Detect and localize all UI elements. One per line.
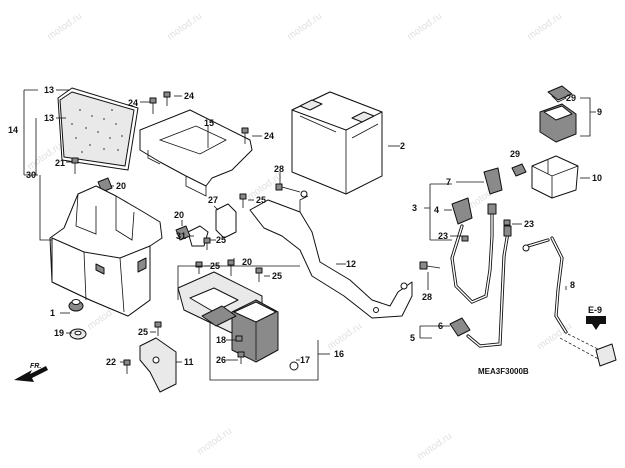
part-label-8: 8 [570,280,575,290]
leader-lines [23,89,596,363]
watermark: motod.ru [535,321,574,353]
part-label-20-clip: 20 [174,210,184,220]
bolt-28-upper [275,183,308,198]
negative-battery-cable [449,225,512,348]
part-label-13-upper: 13 [44,85,54,95]
fuse-cap [547,85,573,101]
part-label-17: 17 [300,355,310,365]
part-label-23-upper: 23 [524,219,534,229]
reference-badge: E-9 [586,305,606,330]
part-label-25-right: 25 [272,271,282,281]
diagram-code: MEA3F3000B [478,367,529,376]
bolt-24-c [241,127,249,144]
part-label-18: 18 [216,335,226,345]
part-number-labels: 13 13 14 30 21 20 24 24 15 24 1 19 22 25… [8,85,602,367]
bolt-26 [237,351,245,364]
part-label-30: 30 [26,170,36,180]
part-label-12: 12 [346,259,356,269]
part-label-9: 9 [597,107,602,117]
part-label-14: 14 [8,125,18,135]
part-label-6: 6 [438,321,443,331]
starter-relay [539,91,577,143]
part-label-31: 31 [176,231,186,241]
part-label-3: 3 [412,203,417,213]
part-label-10: 10 [592,173,602,183]
watermark: motod.ru [45,11,84,43]
ground-connector [559,333,617,367]
lower-bracket [139,337,177,393]
bolt-25-mid-d [255,267,263,282]
part-label-24-c: 24 [264,131,274,141]
upper-battery-holder [139,109,253,197]
part-label-28-lower: 28 [422,292,432,302]
group-bracket-line [177,265,300,268]
part-label-22: 22 [106,357,116,367]
battery-cover-plate [57,87,139,171]
bolt-22 [123,359,131,374]
positive-battery-cable [450,203,497,304]
battery-box [49,185,163,317]
part-label-4: 4 [434,205,439,215]
bolt-24-a [149,97,157,114]
bolt-25-lower-left [154,321,162,336]
part-label-5: 5 [410,333,415,343]
bolt-25-mid-c [195,261,203,274]
part-label-7: 7 [446,177,451,187]
part-label-28-upper: 28 [274,164,284,174]
part-label-29-upper: 29 [566,93,576,103]
starter-cable [522,236,568,334]
bolt-24-b [163,91,171,106]
part-label-1: 1 [50,308,55,318]
part-label-19: 19 [54,328,64,338]
part-label-11: 11 [184,357,194,367]
part-label-20-upper: 20 [116,181,126,191]
grommet [69,328,87,340]
bolt-20-mid [227,259,235,276]
bolt-28-lower [419,261,441,270]
terminal-bolt-upper [503,219,511,226]
part-label-25-clip: 25 [216,235,226,245]
watermark: motod.ru [415,431,454,463]
part-label-25-lower: 25 [138,327,148,337]
battery-bracket [249,195,413,319]
bolt-25-mid-a [239,193,247,208]
part-label-2: 2 [400,141,405,151]
watermark: motod.ru [195,426,234,458]
terminal-bolt-lower [461,235,469,242]
terminal-cover [483,167,503,195]
battery [291,91,383,195]
part-label-24-a: 24 [128,98,138,108]
terminal-cover-lower [451,197,473,225]
part-label-23-lower: 23 [438,231,448,241]
part-label-21: 21 [55,158,65,168]
part-label-15: 15 [204,118,214,128]
reference-label: E-9 [588,305,602,315]
group-bracket-line [209,322,319,381]
front-direction-label: FR. [30,363,41,370]
bolt-21 [71,157,79,174]
part-label-20-mid: 20 [242,257,252,267]
part-label-29-lower: 29 [510,149,520,159]
part-label-24-b: 24 [184,91,194,101]
rubber-mount [68,299,84,312]
watermark: motod.ru [165,11,204,43]
part-label-27: 27 [208,195,218,205]
part-label-25-top: 25 [256,195,266,205]
relay-cover [531,155,579,199]
relay-fuse [511,163,527,177]
part-label-16: 16 [334,349,344,359]
part-label-25-relay: 25 [210,261,220,271]
watermark: motod.ru [525,11,564,43]
front-direction-arrow: FR. [14,363,48,382]
watermark: motod.ru [405,11,444,43]
watermark: motod.ru [285,11,324,43]
bolt-25-mid-b [203,237,211,250]
bolt-18 [235,335,243,342]
relay-box-assembly [177,271,299,371]
watermark: motod.ru [325,321,364,353]
part-label-26: 26 [216,355,226,365]
part-label-13-lower: 13 [44,113,54,123]
